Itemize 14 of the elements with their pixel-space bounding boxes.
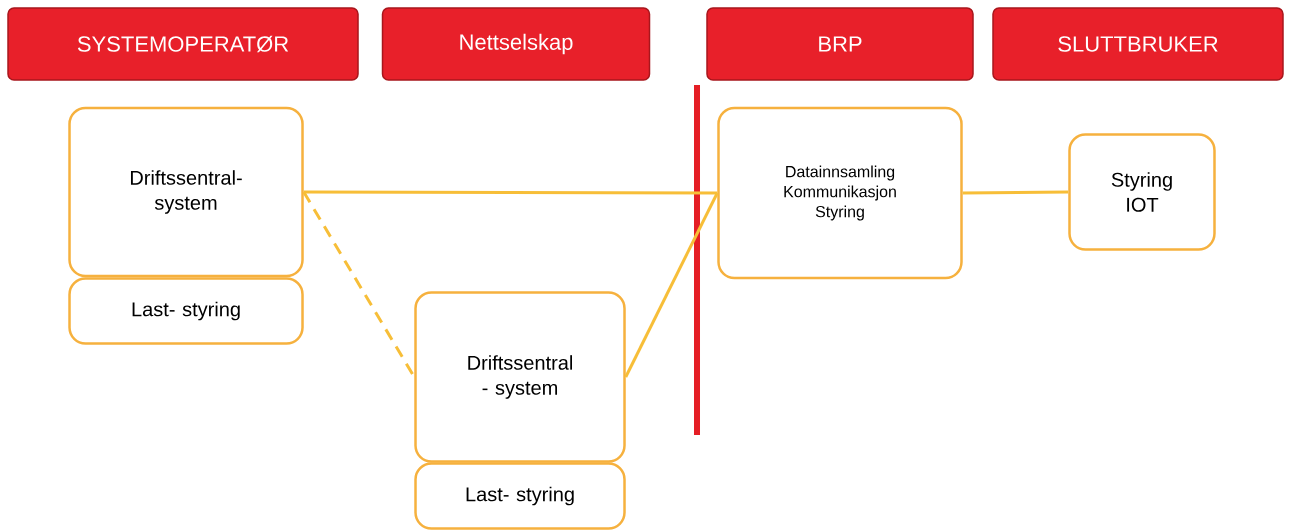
connector-line	[302, 191, 416, 378]
connector-line	[303, 190, 718, 195]
connector-line	[962, 190, 1069, 195]
column-header: SYSTEMOPERATØR	[7, 7, 359, 81]
column-header: Nettselskap	[381, 7, 651, 81]
system-box: Styring IOT	[1068, 133, 1216, 251]
control-box: Last- styring	[68, 277, 304, 345]
system-box: Driftssentral- system	[68, 106, 304, 278]
connector-line	[624, 192, 719, 378]
system-box: Driftssentral - system	[414, 291, 626, 463]
system-box: Datainnsamling Kommunikasjon Styring	[717, 106, 963, 280]
column-header: SLUTTBRUKER	[992, 7, 1284, 81]
column-header: BRP	[706, 7, 974, 81]
control-box: Last- styring	[414, 462, 626, 530]
